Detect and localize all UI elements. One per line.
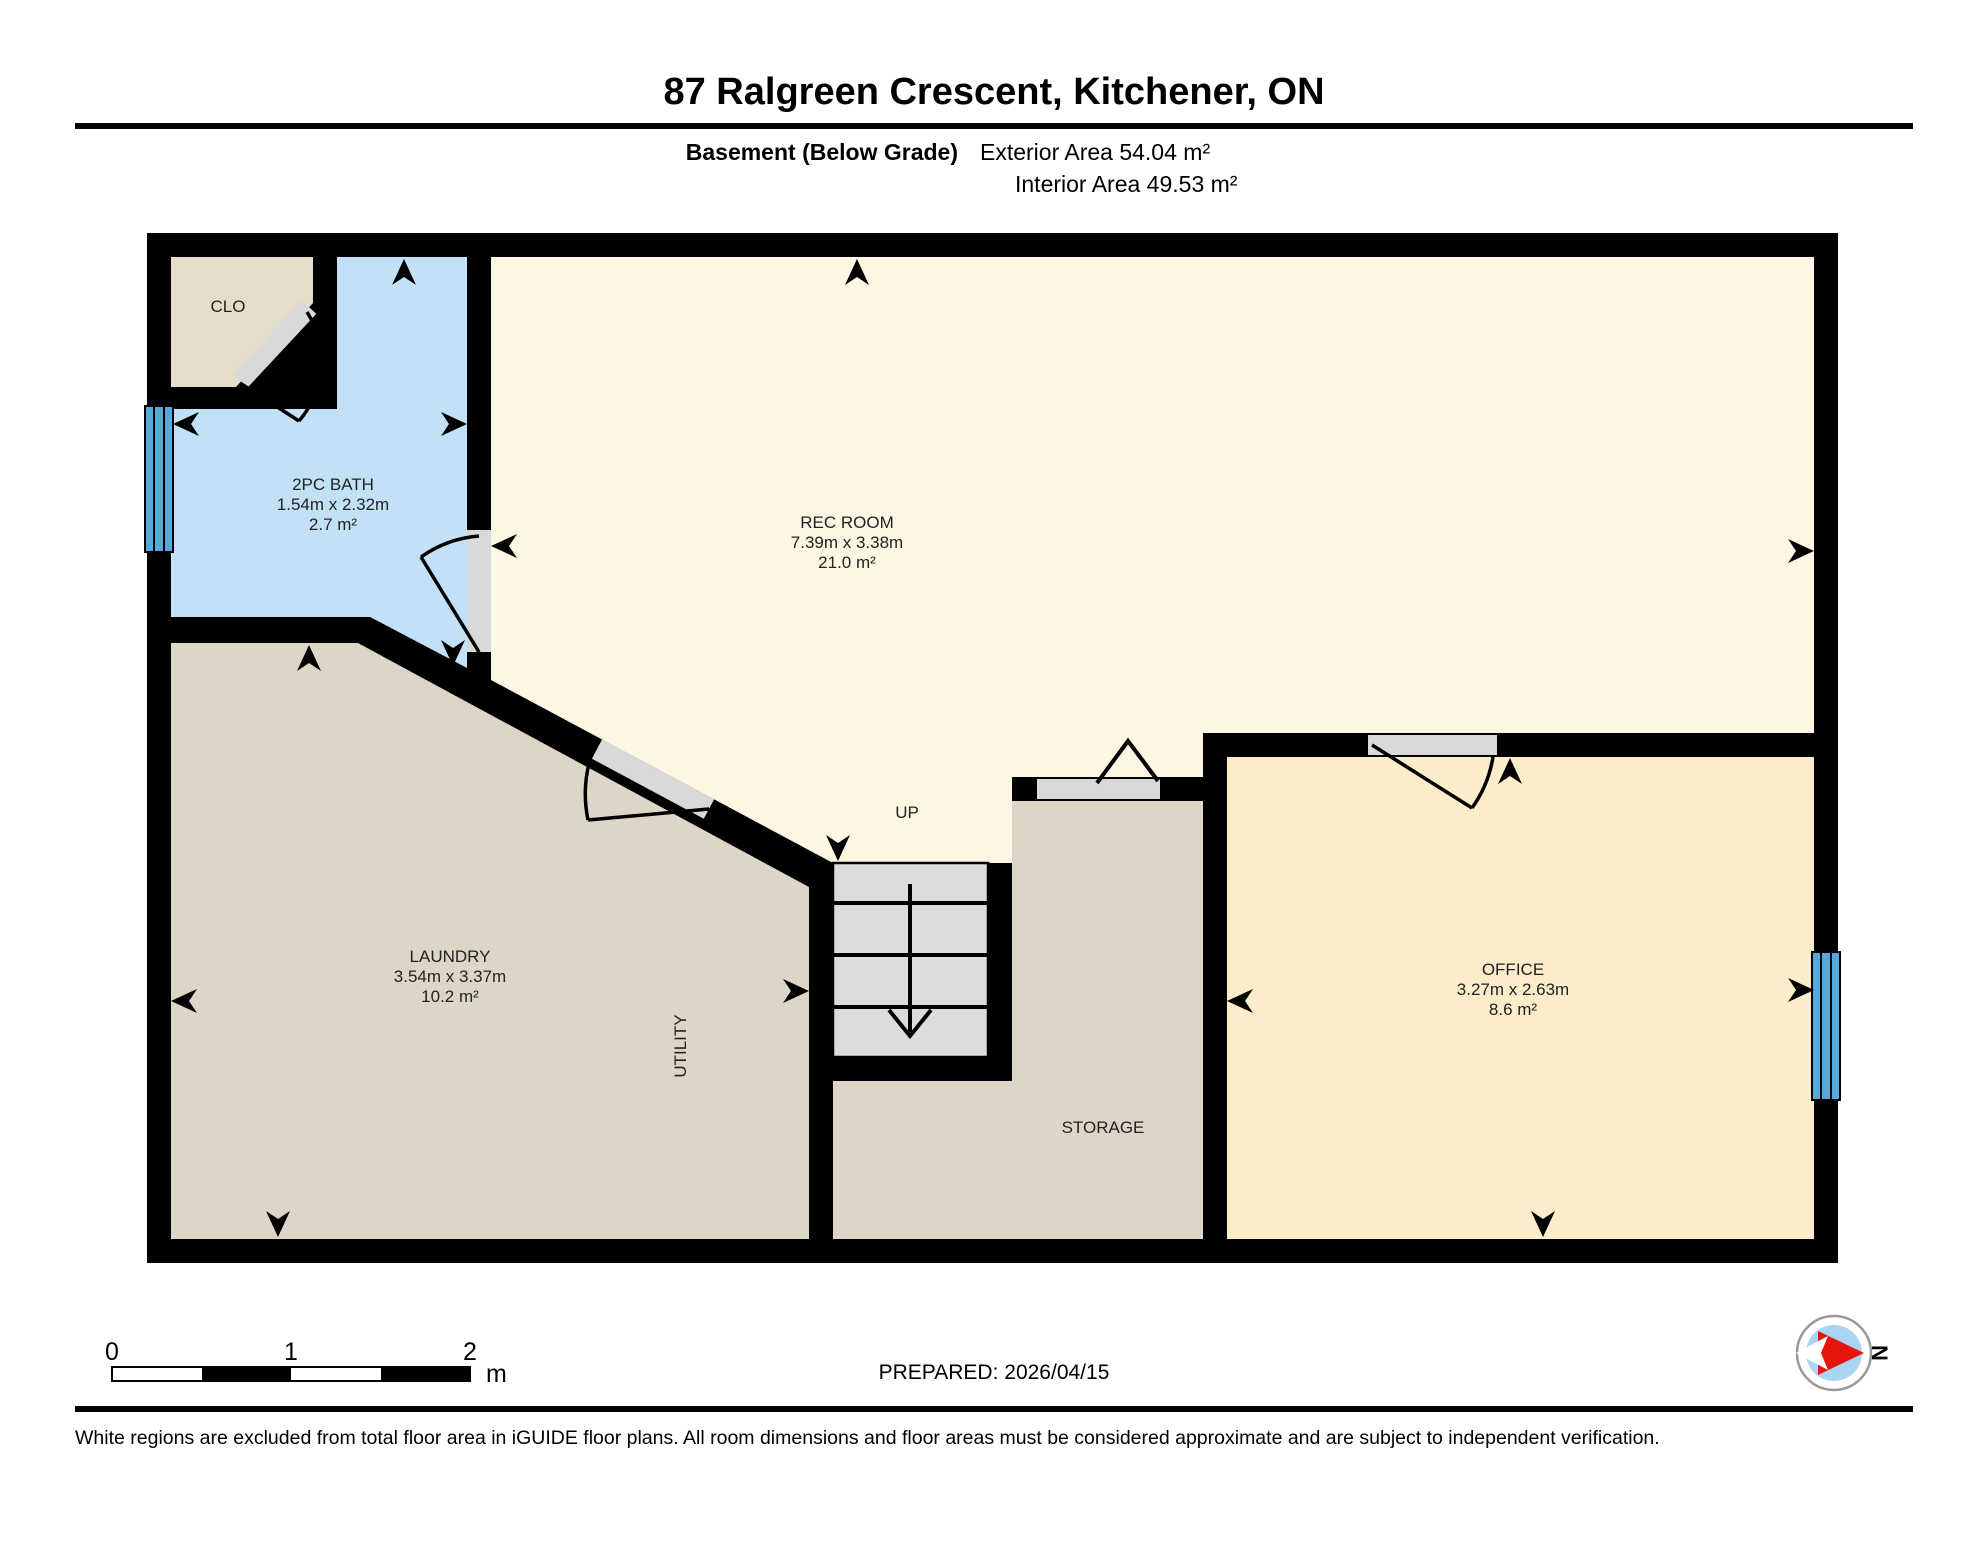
laundry-door-swing: [583, 747, 710, 822]
stairs-up-label: UP: [895, 803, 919, 822]
room-clo-fill: [171, 257, 313, 387]
room-area-rec: 21.0 m²: [818, 553, 876, 572]
bath-door-swing: [419, 534, 481, 653]
room-label-office: OFFICE: [1482, 960, 1544, 979]
room-area-laundry: 10.2 m²: [421, 987, 479, 1006]
scale-unit: m: [486, 1360, 507, 1388]
room-label-rec: REC ROOM: [800, 513, 894, 532]
office-door: [1368, 735, 1497, 755]
page-title: 87 Ralgreen Crescent, Kitchener, ON: [663, 71, 1324, 113]
room-dims-laundry: 3.54m x 3.37m: [394, 967, 506, 986]
floor-plan: CLO 2PC BATH 1.54m x 2.32m 2.7 m² REC RO…: [144, 233, 1841, 1263]
office-window: [1811, 951, 1841, 1101]
scale-bar-segment: [381, 1367, 470, 1381]
room-office-fill: [1227, 757, 1814, 1239]
room-area-office: 8.6 m²: [1489, 1000, 1538, 1019]
title-divider: [75, 123, 1913, 129]
room-label-clo: CLO: [211, 297, 246, 316]
compass: N: [1795, 1314, 1892, 1392]
room-laundry-fill: [171, 643, 809, 1239]
bath-window: [144, 405, 174, 553]
scale-tick-2: 2: [463, 1338, 477, 1366]
stairs-direction-arrowhead: [887, 1008, 933, 1040]
storage-door-ajar: [1095, 737, 1160, 785]
footer-divider: [75, 1406, 1913, 1412]
clo-door: [232, 300, 317, 388]
compass-north-label: N: [1867, 1345, 1892, 1361]
office-window-glass: [1811, 951, 1841, 1101]
scale-tick-0: 0: [105, 1338, 119, 1366]
room-storage-fill: [833, 801, 1203, 1239]
room-rec-fill: [491, 257, 1814, 863]
bath-window-glass: [144, 405, 174, 553]
room-label-storage: STORAGE: [1062, 1118, 1145, 1137]
room-dims-rec: 7.39m x 3.38m: [791, 533, 903, 552]
room-label-bath: 2PC BATH: [292, 475, 374, 494]
storage-door: [1037, 779, 1160, 799]
interior-area-label: Interior Area 49.53 m²: [1015, 171, 1238, 197]
compass-needle-north: [1818, 1331, 1864, 1375]
prepared-date: PREPARED: 2026/04/15: [879, 1361, 1110, 1384]
room-area-bath: 2.7 m²: [309, 515, 358, 534]
floor-label: Basement (Below Grade): [686, 139, 958, 165]
scale-bar: 0 1 2 m: [105, 1338, 507, 1388]
room-label-utility: UTILITY: [671, 1014, 690, 1077]
clo-door-swing: [239, 311, 323, 423]
scale-tick-1: 1: [284, 1338, 298, 1366]
room-dims-office: 3.27m x 2.63m: [1457, 980, 1569, 999]
laundry-door: [591, 739, 715, 819]
bath-door: [467, 530, 491, 652]
compass-needle-tail: [1796, 1336, 1828, 1370]
disclaimer-text: White regions are excluded from total fl…: [75, 1427, 1660, 1449]
office-door-swing: [1371, 743, 1495, 810]
room-dims-bath: 1.54m x 2.32m: [277, 495, 389, 514]
stairs: [831, 861, 990, 1059]
room-label-laundry: LAUNDRY: [410, 947, 491, 966]
exterior-area-label: Exterior Area 54.04 m²: [980, 139, 1210, 165]
scale-bar-segment: [202, 1367, 291, 1381]
